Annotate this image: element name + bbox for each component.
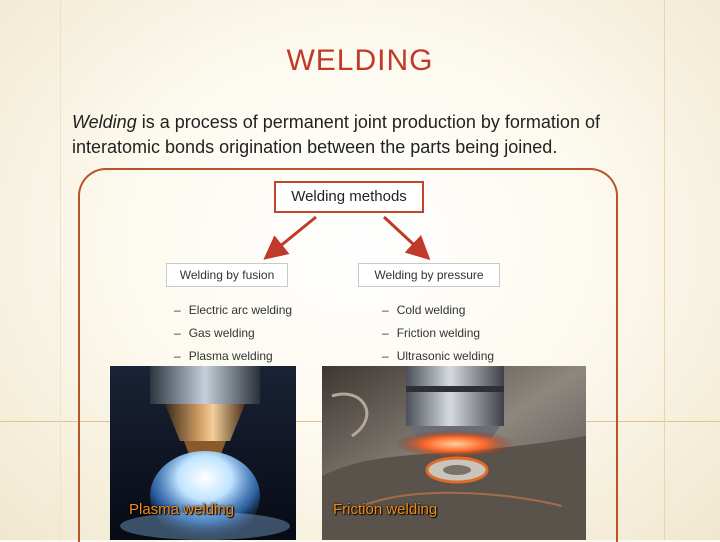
list-item: –Plasma welding [174, 348, 292, 371]
pressure-list: –Cold welding –Friction welding –Ultraso… [382, 302, 494, 371]
list-item: –Electric arc welding [174, 302, 292, 325]
dash: – [174, 349, 181, 363]
plasma-caption: Plasma welding [129, 501, 235, 518]
friction-welding-photo [322, 366, 586, 540]
list-item: –Ultrasonic welding [382, 348, 494, 371]
intro-term: Welding [72, 112, 137, 132]
welding-methods-box: Welding methods [274, 181, 424, 213]
dash: – [382, 326, 389, 340]
dash: – [382, 349, 389, 363]
diagram-frame [78, 168, 618, 542]
slide-title: WELDING [286, 44, 434, 77]
list-item-label: Gas welding [188, 326, 255, 340]
list-item: –Friction welding [382, 325, 494, 348]
pressure-heading: Welding by pressure [358, 263, 500, 287]
list-item: –Gas welding [174, 325, 292, 348]
intro-paragraph: Welding is a process of permanent joint … [72, 110, 672, 160]
list-item-label: Cold welding [396, 303, 466, 317]
list-item-label: Friction welding [396, 326, 481, 340]
intro-text: is a process of permanent joint producti… [72, 112, 600, 157]
fusion-heading: Welding by fusion [166, 263, 288, 287]
decorative-vertical-line-left [60, 0, 61, 540]
dash: – [382, 303, 389, 317]
list-item: –Cold welding [382, 302, 494, 325]
list-item-label: Plasma welding [188, 349, 273, 363]
dash: – [174, 303, 181, 317]
fusion-list: –Electric arc welding –Gas welding –Plas… [174, 302, 292, 371]
list-item-label: Electric arc welding [188, 303, 293, 317]
list-item-label: Ultrasonic welding [396, 349, 495, 363]
dash: – [174, 326, 181, 340]
plasma-torch-photo [110, 366, 296, 540]
decorative-vertical-line [664, 0, 665, 540]
friction-caption: Friction welding [333, 501, 438, 518]
